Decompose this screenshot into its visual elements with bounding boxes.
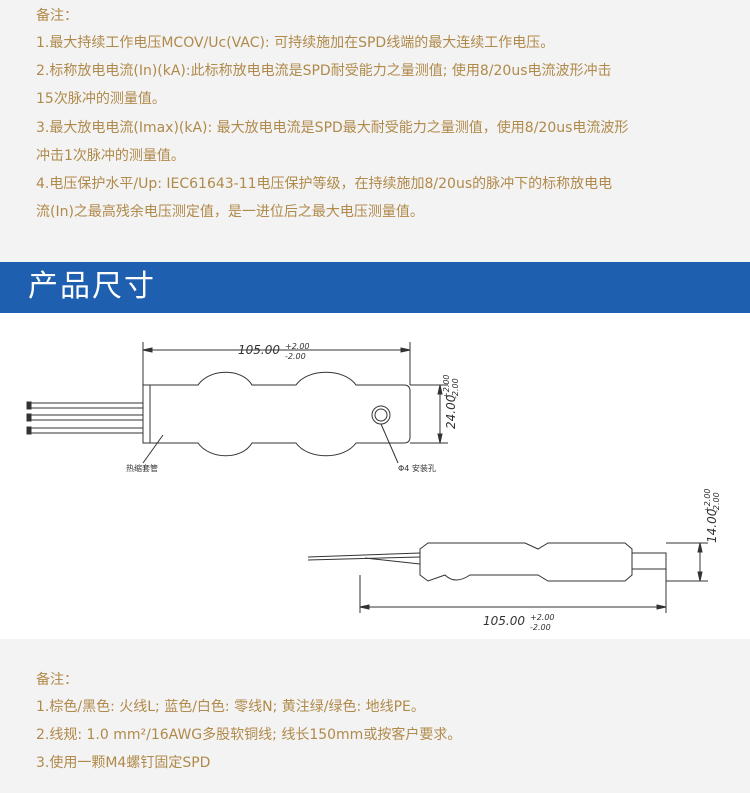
spd-body-top	[142, 371, 411, 457]
top-length-value: 105.00	[238, 343, 280, 357]
notes-section-top: 备注： 1.最大持续工作电压MCOV/Uc(VAC): 可持续施加在SPD线端的…	[0, 0, 750, 262]
note-line: 3.使用一颗M4螺钉固定SPD	[36, 755, 211, 771]
notes-heading: 备注：	[36, 672, 78, 688]
section-title: 产品尺寸	[28, 269, 156, 304]
notes-section-bottom: 备注： 1.棕色/黑色: 火线L; 蓝色/白色: 零线N; 黄注绿/绿色: 地线…	[0, 639, 750, 793]
note-line: 15次脉冲的测量值。	[36, 91, 166, 107]
wire-leads-side	[307, 552, 421, 565]
side-length-tol-minus: -2.00	[530, 623, 551, 632]
drawing-canvas: 105.00 +2.00 -2.00 24.00 +2.00 -2.00 热缩套…	[26, 342, 721, 632]
section-banner: 产品尺寸	[0, 262, 750, 313]
side-length-value: 105.00	[483, 614, 525, 628]
top-height-tol-plus: +2.00	[442, 374, 451, 399]
side-length-tol-plus: +2.00	[530, 613, 555, 622]
side-thickness-tol-minus: -2.00	[712, 492, 721, 513]
wire-leads	[26, 401, 143, 435]
note-line: 3.最大放电电流(Imax)(kA): 最大放电电流是SPD最大耐受能力之量测值…	[36, 120, 629, 136]
spd-body-side	[419, 542, 633, 582]
side-thickness-tol-plus: +2.00	[703, 488, 712, 513]
note-line: 冲击1次脉冲的测量值。	[36, 148, 185, 164]
top-height-tol-minus: -2.00	[451, 378, 460, 399]
note-line: 2.标称放电电流(In)(kA):此标称放电电流是SPD耐受能力之量测值; 使用…	[36, 63, 612, 79]
note-line: 流(In)之最高残余电压测定值，是一进位后之最大电压测量值。	[36, 204, 424, 220]
top-length-tol-minus: -2.00	[285, 352, 306, 361]
note-line: 1.最大持续工作电压MCOV/Uc(VAC): 可持续施加在SPD线端的最大连续…	[36, 35, 555, 51]
dimension-drawing: 105.00 +2.00 -2.00 24.00 +2.00 -2.00 热缩套…	[0, 313, 750, 639]
top-length-tol-plus: +2.00	[285, 342, 310, 351]
heat-shrink-label: 热缩套管	[126, 463, 158, 473]
side-thickness-value: 14.00	[705, 508, 719, 543]
notes-heading: 备注：	[36, 8, 78, 24]
note-line: 4.电压保护水平/Up: IEC61643-11电压保护等级，在持续施加8/20…	[36, 176, 613, 192]
note-line: 2.线规: 1.0 mm²/16AWG多股软铜线; 线长150mm或按客户要求。	[36, 727, 462, 743]
note-line: 1.棕色/黑色: 火线L; 蓝色/白色: 零线N; 黄注绿/绿色: 地线PE。	[36, 699, 425, 715]
mounting-hole-label: Φ4 安装孔	[398, 463, 436, 473]
top-height-value: 24.00	[444, 394, 458, 429]
